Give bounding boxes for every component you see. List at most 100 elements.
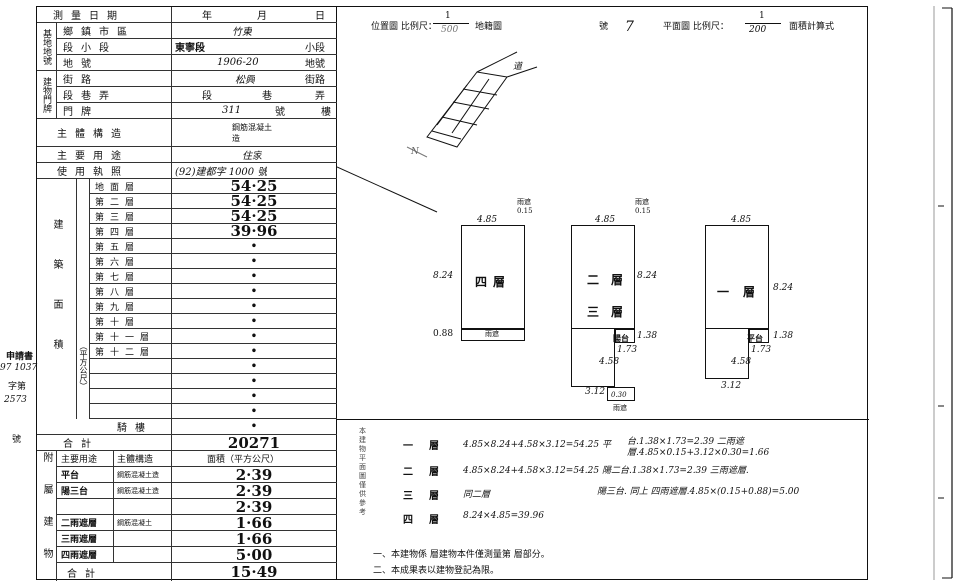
number-suffix: 號: [275, 107, 285, 118]
floor-value: •: [250, 345, 258, 357]
calc-floor: 三層: [403, 491, 455, 502]
plan-floor1-name: 一層: [717, 285, 770, 299]
calc-extra: 台.1.38×1.73=2.39 二雨遮層.4.85×0.15+3.12×0.3…: [627, 437, 770, 458]
lane-value-alley: 弄: [315, 91, 325, 102]
floor-area-row: 第七層•: [89, 269, 337, 284]
calc-note1: 一、本建物係 層建物本件僅測量第 層部分。: [373, 550, 550, 560]
lot-value: 1906-20: [217, 57, 259, 68]
floor-area-row: 第十二層 •: [89, 344, 337, 359]
floor-label: 第九層: [95, 302, 141, 313]
plan-floor2-name: 二層: [587, 273, 636, 287]
annex-total-row: 合計 15·49: [57, 563, 337, 581]
lot-label: 地號: [63, 59, 99, 70]
annex-row: 三雨遮層 1·66: [57, 531, 337, 547]
street-value: 松興: [235, 75, 255, 86]
annex-value: 1·66: [235, 531, 273, 546]
plan-floor1: [705, 225, 769, 329]
mezz-value: •: [250, 421, 258, 432]
number-row: 門牌 311 號 樓: [57, 103, 337, 119]
number-value-right: 7: [625, 19, 634, 35]
right-edge-marks: [933, 6, 953, 580]
lot-suffix: 地號: [305, 59, 325, 70]
annex-head-use: 主要用途: [61, 455, 98, 465]
floor-value: •: [250, 285, 258, 297]
floor-label: 第五層: [95, 242, 141, 253]
plan-floor1-height: 8.24: [773, 283, 794, 293]
plan-floor23-width: 4.85: [595, 215, 616, 225]
main-use-row: 主要用途 住家: [37, 147, 337, 163]
plan-floor4-width: 4.85: [477, 215, 498, 225]
township-value: 竹東: [232, 27, 252, 38]
floor-label: 第六層: [95, 257, 141, 268]
structure-row: 主體構造 鋼筋混凝土造: [37, 119, 337, 147]
floor-area-row: 第九層 •: [89, 299, 337, 314]
annex-use: 三雨遮層: [61, 535, 98, 545]
calc-side-text: 本建物平面圖僅供參考: [359, 427, 366, 516]
floor-label: 第三層: [95, 212, 141, 223]
plan-floor1-bh: 1.38: [773, 331, 794, 341]
blank-value: •: [250, 405, 258, 417]
mezz-label: 騎樓: [117, 423, 153, 434]
permit-row: 使用執照 (92)建都字 1000 號: [37, 163, 337, 179]
plan-floor1-lower: [705, 329, 749, 379]
plan-floor23-bw: 1.73: [617, 345, 638, 355]
annex-value: 2·39: [235, 483, 273, 498]
annex-head-area: 面積（平方公尺）: [207, 455, 280, 465]
annex-total-value: 15·49: [230, 563, 278, 581]
plan-floor1-bottom: 4.58: [731, 357, 752, 367]
calc-formula: 4.85×8.24+4.58×3.12=54.25 平: [463, 440, 611, 450]
location-suffix: 地籍圖: [475, 22, 503, 32]
location-scale-label: 位置圖 比例尺：: [371, 22, 437, 32]
lane-value-section: 段: [202, 91, 212, 102]
annex-head-struct: 主體構造: [117, 455, 154, 465]
annex-struct: 鋼筋混凝土造: [117, 470, 159, 479]
floor-suffix: 樓: [321, 107, 331, 118]
permit-value: (92)建都字 1000 號: [175, 167, 268, 178]
lane-row: 段巷弄 段 巷 弄: [57, 87, 337, 103]
divider-stroke: [337, 166, 438, 213]
plan-floor23: [571, 225, 635, 329]
location-scale-top: 1: [445, 11, 451, 21]
location-scale-bottom: 500: [441, 25, 459, 35]
location-sketch: [406, 51, 538, 158]
section-label: 段小段: [63, 43, 117, 54]
floor-area-blank-row: •: [89, 389, 337, 404]
floor-label: 地面層: [95, 182, 141, 193]
floor-value: •: [250, 315, 258, 327]
blank-value: •: [250, 360, 258, 372]
floor-value: •: [250, 240, 258, 252]
floor-label: 第十二層: [95, 347, 156, 358]
street-row: 街路 松興 街路: [57, 71, 337, 87]
plan-floor23-balcony: [615, 329, 635, 343]
section-value: 東寧段: [175, 43, 205, 54]
annex-use: 四雨遮層: [61, 551, 98, 561]
calc-extra: 陽三台. 同上 四雨遮層.4.85×(0.15+0.88)=5.00: [597, 487, 800, 497]
main-use-value: 住家: [242, 151, 262, 162]
number-value: 311: [222, 105, 242, 116]
subsection-suffix: 小段: [305, 43, 325, 54]
plan-scale-label: 平面圖 比例尺：: [663, 22, 729, 32]
total-row: 合計 20271: [37, 435, 337, 451]
floor-value: 54·25: [230, 194, 278, 208]
calc-floor: 二層: [403, 467, 455, 478]
number-label: 門牌: [63, 107, 99, 118]
floor-area-group-label: 建築面積: [37, 179, 77, 419]
annex-value: 2·39: [235, 467, 273, 482]
section-row: 段小段 東寧段 小段: [57, 39, 337, 55]
plan-floor23-height: 8.24: [637, 271, 658, 281]
floor-area-unit-label: （平方公尺）: [79, 342, 88, 390]
annex-value: 1·66: [235, 515, 273, 530]
plan-floor4-name: 四層: [475, 275, 512, 289]
calc-floor: 四層: [403, 515, 455, 526]
applicant-number2: 2573: [4, 395, 27, 405]
north-mark: N: [411, 147, 419, 157]
plan-floor4: [461, 225, 525, 329]
survey-date-label: 測量日期: [53, 11, 125, 22]
floor-value: •: [250, 300, 258, 312]
